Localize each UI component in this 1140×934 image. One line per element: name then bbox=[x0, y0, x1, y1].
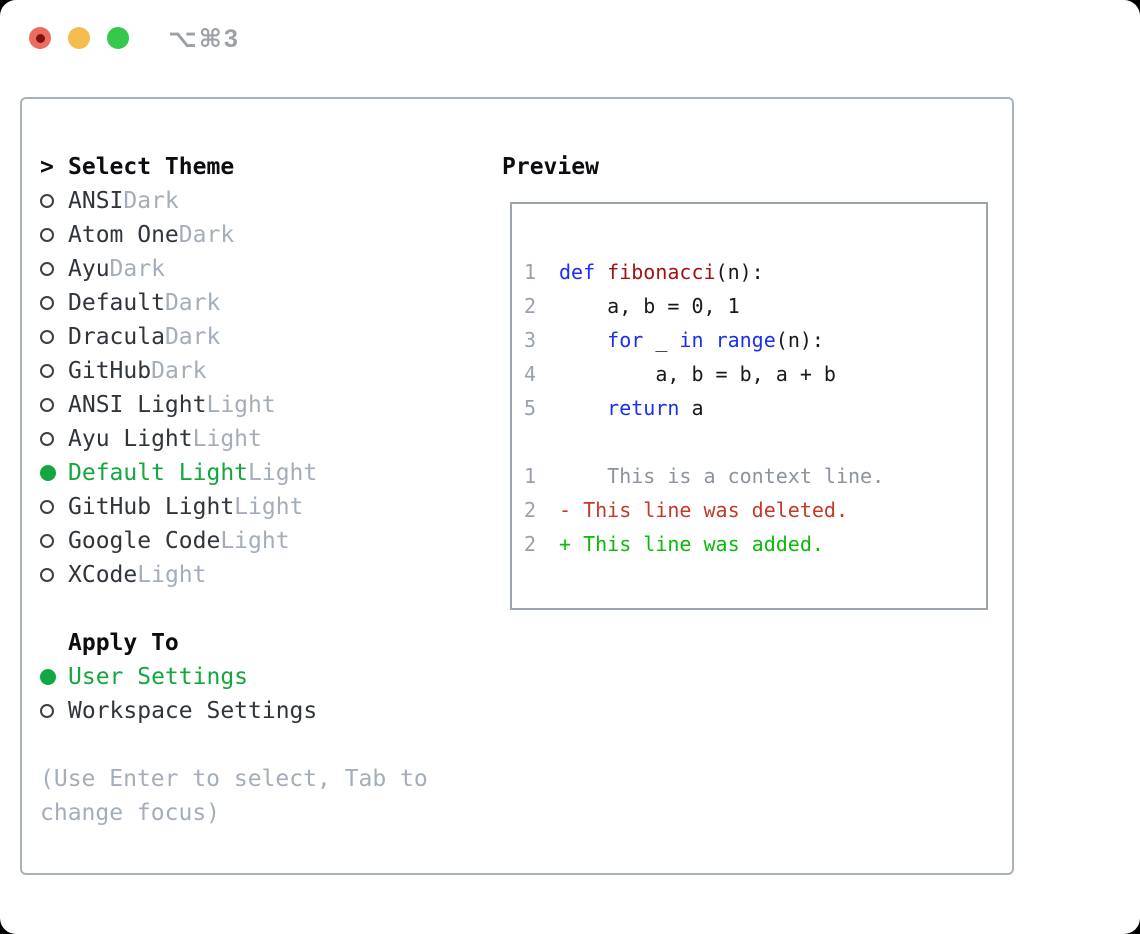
radio-unselected-icon bbox=[40, 262, 54, 276]
line-number: 5 bbox=[524, 396, 537, 420]
line-number: 2 bbox=[524, 294, 537, 318]
theme-variant-label: Light bbox=[248, 460, 318, 486]
theme-option-label: ANSI bbox=[68, 188, 124, 214]
minimize-button-icon[interactable] bbox=[68, 27, 90, 49]
radio-unselected-icon bbox=[40, 330, 54, 344]
code-line: 2 a, b = 0, 1 bbox=[524, 289, 986, 323]
radio-unselected-icon bbox=[40, 534, 54, 548]
theme-option-default-light-light[interactable]: Default Light Light bbox=[40, 456, 317, 490]
theme-variant-label: Dark bbox=[164, 324, 221, 350]
theme-option-label: Atom One bbox=[68, 222, 179, 248]
line-number: 1 bbox=[524, 464, 537, 488]
theme-variant-label: Light bbox=[192, 426, 262, 452]
theme-option-label: Google Code bbox=[68, 528, 221, 554]
theme-variant-label: Light bbox=[234, 494, 304, 520]
keyboard-hint: (Use Enter to select, Tab to change focu… bbox=[40, 766, 428, 826]
traffic-lights bbox=[29, 27, 129, 49]
theme-variant-label: Light bbox=[206, 392, 276, 418]
diff-line-context: 1 This is a context line. bbox=[524, 459, 986, 493]
apply-option-workspace-settings[interactable]: Workspace Settings bbox=[40, 694, 317, 728]
line-number: 3 bbox=[524, 328, 537, 352]
zoom-button-icon[interactable] bbox=[107, 27, 129, 49]
theme-variant-label: Light bbox=[220, 528, 290, 554]
theme-option-label: GitHub Light bbox=[68, 494, 235, 520]
close-button-icon[interactable] bbox=[29, 27, 51, 49]
radio-unselected-icon bbox=[40, 194, 54, 208]
theme-option-atom-one-dark[interactable]: Atom One Dark bbox=[40, 218, 317, 252]
theme-option-ayu-dark[interactable]: Ayu Dark bbox=[40, 252, 317, 286]
radio-unselected-icon bbox=[40, 296, 54, 310]
line-number: 2 bbox=[524, 532, 537, 556]
radio-unselected-icon bbox=[40, 364, 54, 378]
line-number: 4 bbox=[524, 362, 537, 386]
theme-option-default-dark[interactable]: Default Dark bbox=[40, 286, 317, 320]
prompt-icon: > bbox=[40, 154, 54, 180]
radio-unselected-icon bbox=[40, 500, 54, 514]
radio-unselected-icon bbox=[40, 704, 54, 718]
theme-option-ansi-light-light[interactable]: ANSI Light Light bbox=[40, 388, 317, 422]
window-shortcut-label: ⌥⌘3 bbox=[168, 25, 240, 53]
apply-option-user-settings[interactable]: User Settings bbox=[40, 660, 317, 694]
theme-option-label: ANSI Light bbox=[68, 392, 207, 418]
theme-option-xcode-light[interactable]: XCode Light bbox=[40, 558, 317, 592]
apply-to-header: Apply To bbox=[40, 626, 317, 660]
theme-variant-label: Dark bbox=[123, 188, 179, 214]
theme-option-ayu-light-light[interactable]: Ayu Light Light bbox=[40, 422, 317, 456]
theme-option-github-light-light[interactable]: GitHub Light Light bbox=[40, 490, 317, 524]
theme-option-label: Dracula bbox=[68, 324, 165, 350]
blank-line bbox=[524, 425, 986, 459]
theme-option-dracula-dark[interactable]: Dracula Dark bbox=[40, 320, 317, 354]
theme-option-label: Ayu Light bbox=[68, 426, 193, 452]
select-theme-header: > Select Theme bbox=[40, 150, 317, 184]
diff-line-deleted: 2- This line was deleted. bbox=[524, 493, 986, 527]
theme-option-label: XCode bbox=[68, 562, 138, 588]
theme-variant-label: Dark bbox=[164, 290, 221, 316]
radio-unselected-icon bbox=[40, 432, 54, 446]
theme-option-ansi-dark[interactable]: ANSI Dark bbox=[40, 184, 317, 218]
theme-option-google-code-light[interactable]: Google Code Light bbox=[40, 524, 317, 558]
apply-to-title: Apply To bbox=[68, 630, 179, 656]
line-number: 1 bbox=[524, 260, 537, 284]
diff-line-added: 2+ This line was added. bbox=[524, 527, 986, 561]
code-line: 3 for _ in range(n): bbox=[524, 323, 986, 357]
theme-variant-label: Dark bbox=[178, 222, 235, 248]
theme-option-label: GitHub bbox=[68, 358, 152, 384]
radio-unselected-icon bbox=[40, 398, 54, 412]
code-line: 5 return a bbox=[524, 391, 986, 425]
preview-title: Preview bbox=[502, 154, 599, 180]
theme-option-label: Default bbox=[68, 290, 165, 316]
theme-option-label: Default Light bbox=[68, 460, 249, 486]
radio-unselected-icon bbox=[40, 568, 54, 582]
radio-selected-icon bbox=[40, 465, 56, 481]
theme-variant-label: Light bbox=[137, 562, 207, 588]
theme-option-label: Ayu bbox=[68, 256, 110, 282]
code-line: 4 a, b = b, a + b bbox=[524, 357, 986, 391]
theme-option-github-dark[interactable]: GitHub Dark bbox=[40, 354, 317, 388]
theme-list-title: Select Theme bbox=[68, 154, 235, 180]
apply-option-label: User Settings bbox=[68, 664, 249, 690]
line-number: 2 bbox=[524, 498, 537, 522]
theme-variant-label: Dark bbox=[151, 358, 207, 384]
apply-option-label: Workspace Settings bbox=[68, 698, 318, 724]
radio-unselected-icon bbox=[40, 228, 54, 242]
theme-variant-label: Dark bbox=[109, 256, 165, 282]
radio-selected-icon bbox=[40, 669, 56, 685]
